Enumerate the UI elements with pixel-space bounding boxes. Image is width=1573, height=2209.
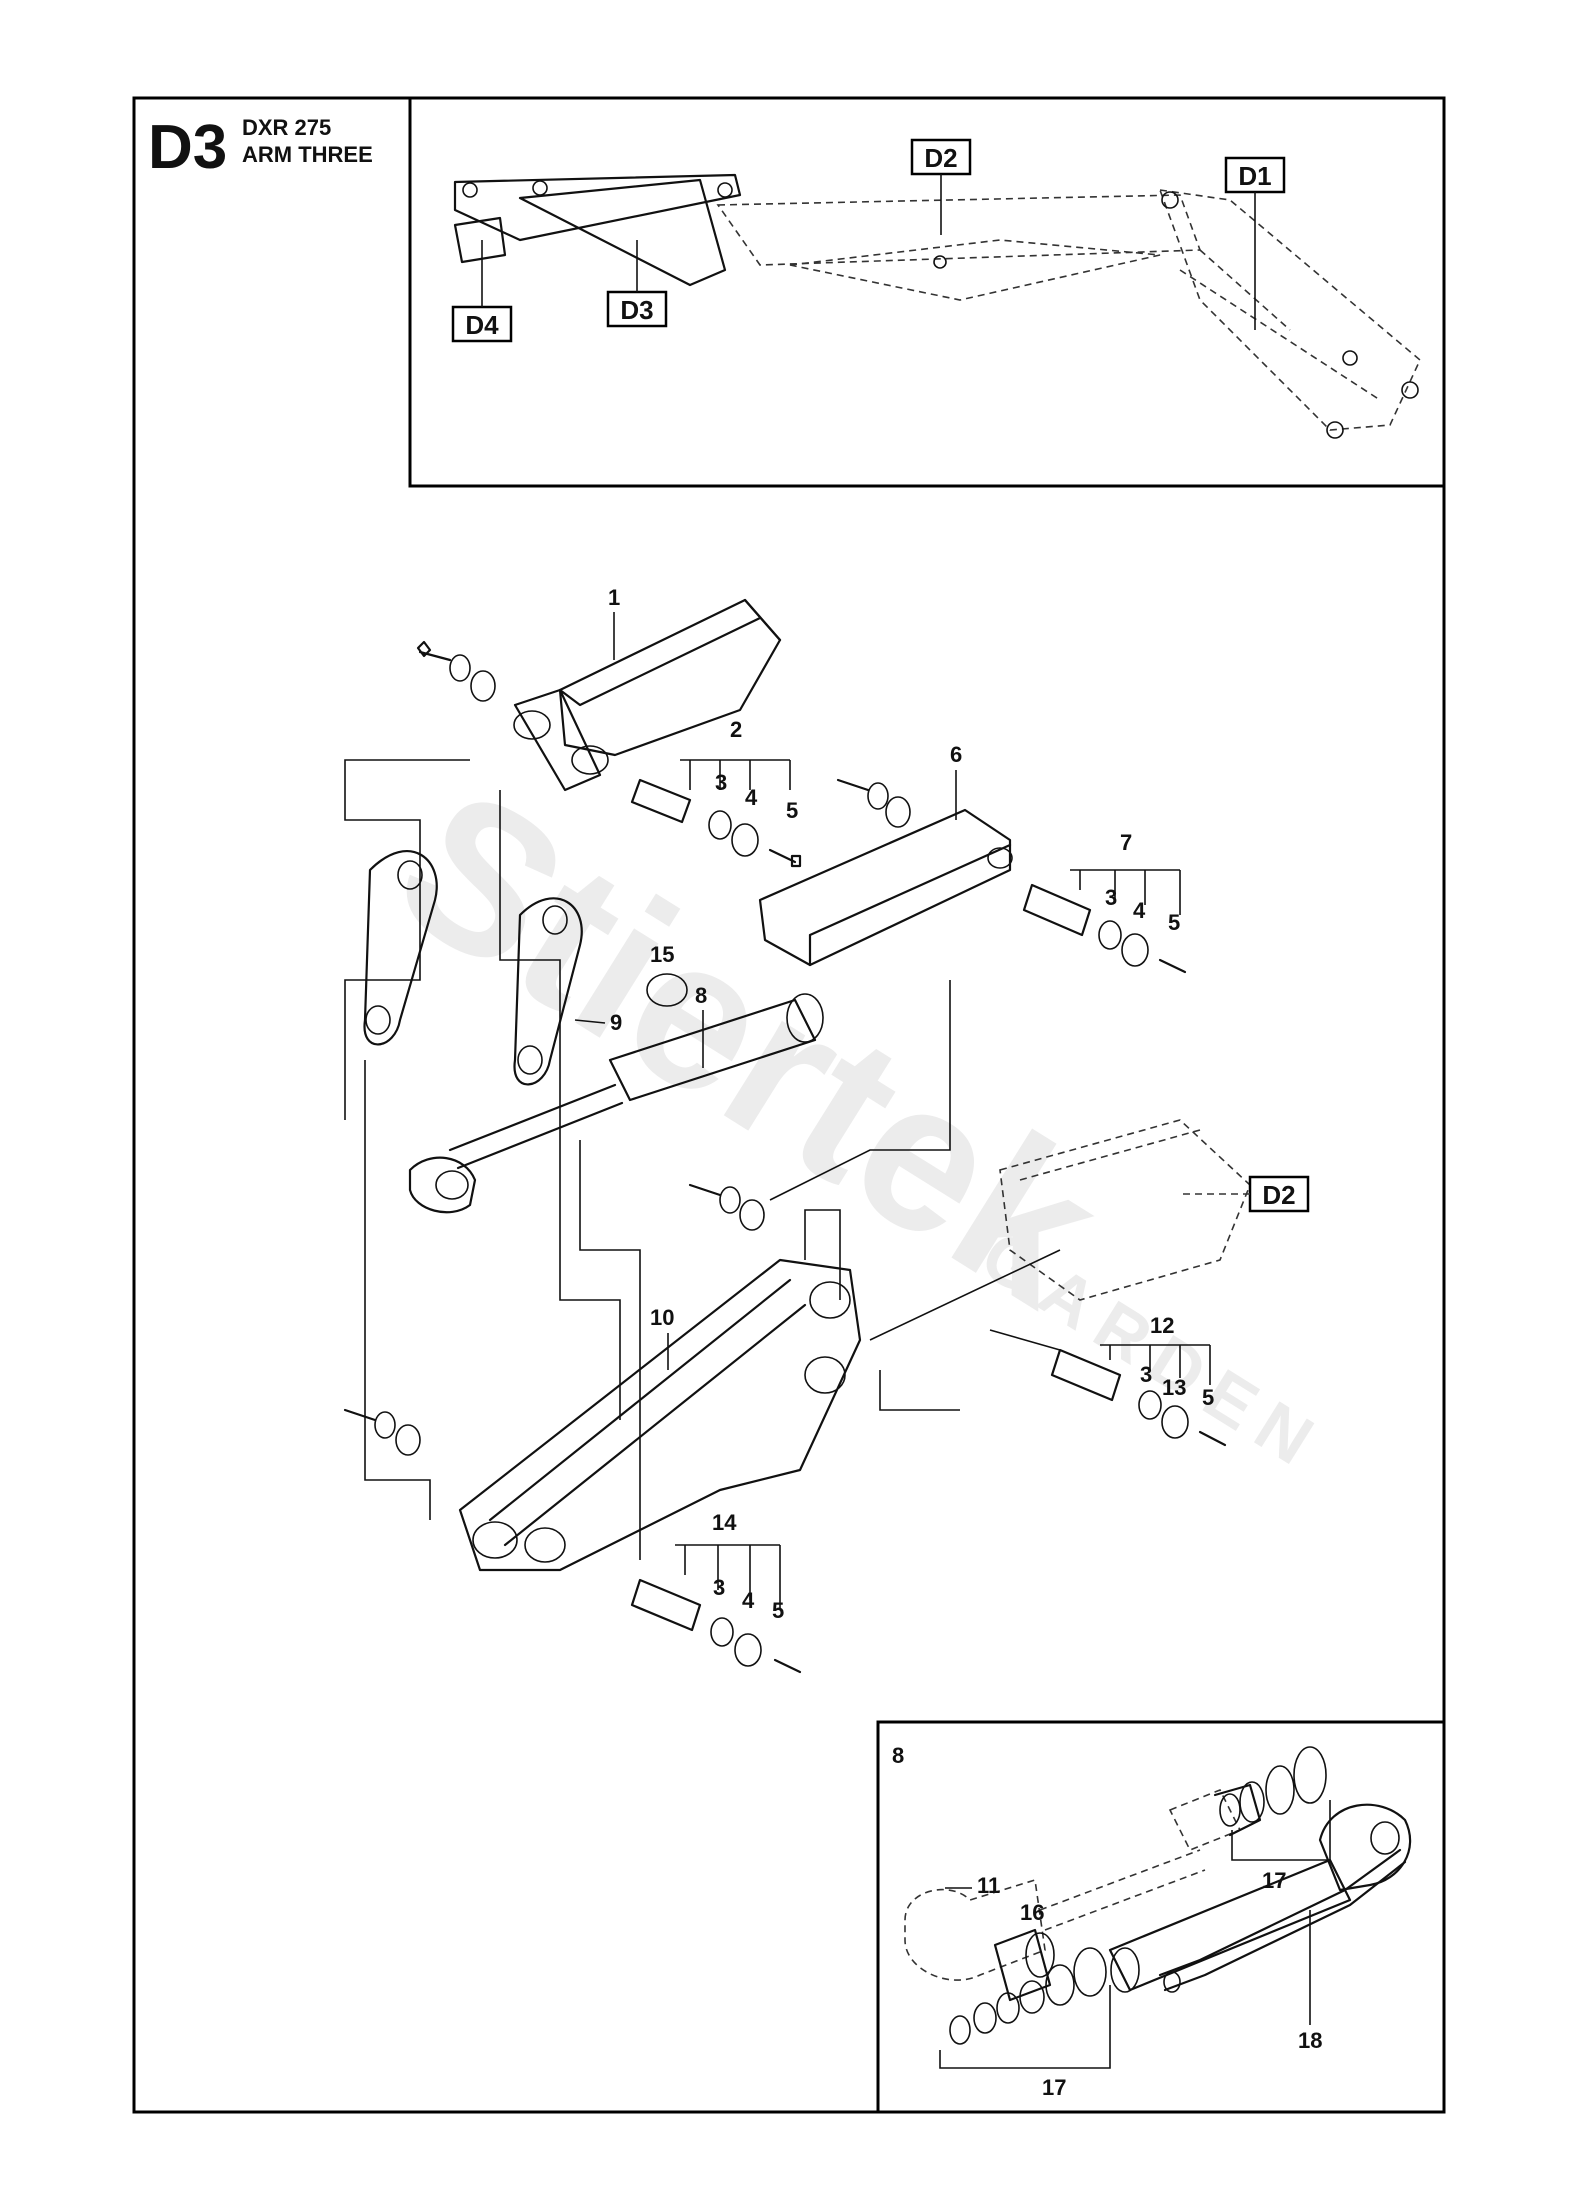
part-6-bracket (758, 808, 1013, 967)
callout-5-b[interactable]: 5 (1168, 910, 1180, 935)
ref-label: D3 (620, 295, 653, 325)
section-code: D3 (148, 113, 227, 182)
inset-callout-11[interactable]: 11 (977, 1873, 1000, 1898)
part-1-upper-link (513, 598, 782, 792)
callout-13[interactable]: 13 (1162, 1375, 1186, 1400)
callout-4-b[interactable]: 4 (1133, 898, 1146, 923)
ref-label: D4 (465, 310, 499, 340)
callout-8[interactable]: 8 (695, 983, 707, 1008)
overview-ref-d3[interactable]: D3 (606, 290, 668, 328)
inset-callout-17-b[interactable]: 17 (1042, 2075, 1066, 2100)
main-ref-d2[interactable]: D2 (1248, 1175, 1310, 1213)
callout-9[interactable]: 9 (610, 1010, 622, 1035)
callout-3-a[interactable]: 3 (715, 770, 727, 795)
inset-cylinder-detail: 8 17 11 16 17 18 (892, 1743, 1412, 2100)
inset-callout-17-a[interactable]: 17 (1262, 1868, 1286, 1893)
overview-arm-drawing (453, 173, 1421, 439)
callout-5-a[interactable]: 5 (786, 798, 798, 823)
inset-frame (876, 1720, 1446, 2114)
callout-6[interactable]: 6 (950, 742, 962, 767)
callout-4-a[interactable]: 4 (745, 785, 758, 810)
overview-frame (408, 96, 1446, 488)
callout-5-d[interactable]: 5 (772, 1598, 784, 1623)
watermark-sub: GARDEN (968, 1215, 1338, 1486)
overview-ref-d4[interactable]: D4 (451, 305, 513, 343)
callout-3-c[interactable]: 3 (1140, 1362, 1152, 1387)
main-callouts: 1 2 3 4 5 6 7 3 4 5 8 9 15 10 12 3 13 5 … (574, 585, 1214, 1623)
callout-4-d[interactable]: 4 (742, 1588, 755, 1613)
part-14-clamp (646, 973, 688, 1007)
callout-3-d[interactable]: 3 (713, 1575, 725, 1600)
callout-3-b[interactable]: 3 (1105, 885, 1117, 910)
watermark: Stiertek GARDEN (361, 742, 1338, 1486)
ref-label: D2 (924, 143, 957, 173)
overview-ref-d1[interactable]: D1 (1224, 156, 1286, 194)
callout-15[interactable]: 14 (712, 1510, 737, 1535)
callout-7[interactable]: 7 (1120, 830, 1132, 855)
callout-1[interactable]: 1 (608, 585, 620, 610)
inset-callout-16[interactable]: 16 (1020, 1900, 1044, 1925)
model-name: DXR 275 (242, 115, 331, 140)
callout-14[interactable]: 15 (650, 942, 674, 967)
callout-2[interactable]: 2 (730, 717, 742, 742)
inset-label: 8 (892, 1743, 904, 1768)
ref-label: D2 (1262, 1180, 1295, 1210)
callout-10[interactable]: 10 (650, 1305, 674, 1330)
callout-12[interactable]: 12 (1150, 1313, 1174, 1338)
inset-callout-18[interactable]: 18 (1298, 2028, 1322, 2053)
overview-ref-d2[interactable]: D2 (910, 138, 972, 176)
ref-label: D1 (1238, 161, 1271, 191)
part-8-cylinder (408, 993, 824, 1214)
assembly-title: ARM THREE (242, 142, 373, 167)
part-9-side-plates (363, 850, 583, 1086)
callout-5-c[interactable]: 5 (1202, 1385, 1214, 1410)
